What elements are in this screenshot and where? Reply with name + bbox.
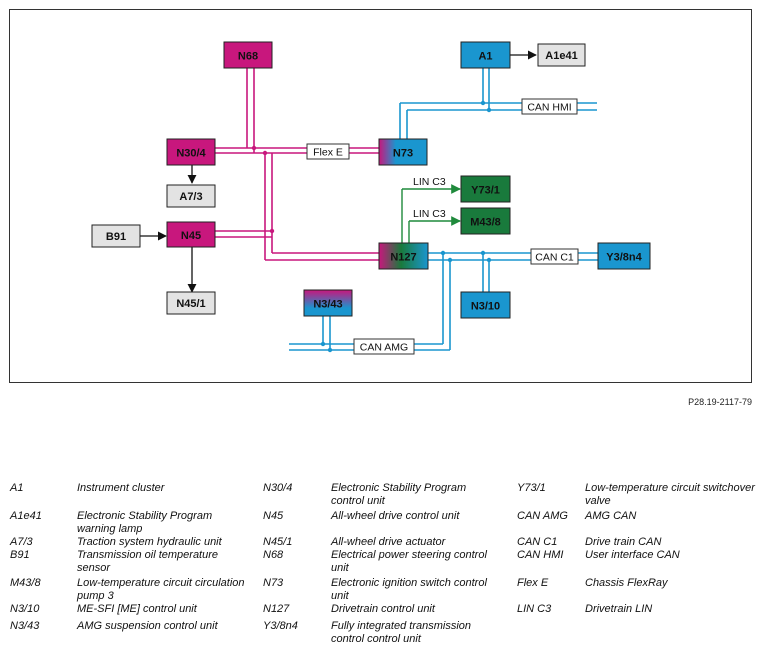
legend-code: N3/10: [10, 603, 40, 615]
svg-text:N45/1: N45/1: [176, 298, 205, 310]
legend-code: N30/4: [263, 482, 293, 494]
legend-code: CAN C1: [517, 536, 558, 548]
bus-label-lin-c3-upper: LIN C3: [413, 176, 446, 188]
legend-desc: Drivetrain control unit: [331, 603, 435, 615]
svg-text:N45: N45: [181, 230, 201, 242]
legend-desc: Fully integrated transmission control co…: [331, 620, 472, 645]
legend-code: CAN AMG: [517, 510, 568, 522]
node-N127: N127: [378, 242, 429, 270]
legend-desc: Low-temperature circuit circulation pump…: [77, 577, 245, 602]
figure-reference: P28.19-2117-79: [688, 397, 752, 407]
can-amg-nodes: [320, 250, 453, 353]
legend-code: Flex E: [517, 577, 549, 589]
node-N45: N45: [166, 221, 216, 248]
legend-desc: All-wheel drive control unit: [331, 510, 460, 522]
svg-text:N68: N68: [238, 51, 258, 63]
bus-label-lin-c3-lower: LIN C3: [413, 208, 446, 220]
legend-desc: All-wheel drive actuator: [331, 536, 446, 548]
svg-text:B91: B91: [106, 231, 126, 243]
node-A1: A1: [460, 41, 511, 69]
node-N73: N73: [378, 138, 428, 166]
legend-desc: AMG CAN: [585, 510, 637, 522]
signal-arrows: [140, 50, 537, 293]
legend-desc: ME-SFI [ME] control unit: [77, 603, 197, 615]
node-Y3-8n4: Y3/8n4: [597, 242, 651, 270]
legend-code: N73: [263, 577, 284, 589]
legend-code: Y73/1: [517, 482, 546, 494]
svg-text:A7/3: A7/3: [179, 191, 202, 203]
legend-desc: Drivetrain LIN: [585, 603, 653, 615]
node-B91: B91: [91, 224, 141, 248]
svg-text:N3/10: N3/10: [471, 301, 500, 313]
node-N68: N68: [223, 41, 273, 69]
node-Y73-1: Y73/1: [460, 175, 511, 203]
legend-desc: Chassis FlexRay: [585, 577, 668, 589]
can-hmi-nodes: [480, 100, 492, 113]
svg-text:A1: A1: [478, 51, 492, 63]
diagram-frame: [9, 9, 752, 383]
legend-desc: Electronic ignition switch control unit: [331, 577, 487, 602]
legend-code: M43/8: [10, 577, 41, 589]
node-N3-43: N3/43: [303, 289, 353, 317]
legend-desc: User interface CAN: [585, 549, 680, 561]
bus-label-flex-e: Flex E: [306, 143, 350, 160]
legend-code: A1: [10, 482, 24, 494]
legend-desc: AMG suspension control unit: [77, 620, 218, 632]
legend-desc: Traction system hydraulic unit: [77, 536, 222, 548]
node-N3-10: N3/10: [460, 291, 511, 319]
svg-text:N30/4: N30/4: [176, 148, 206, 160]
svg-text:A1e41: A1e41: [545, 50, 577, 62]
flex-e-nodes: [251, 145, 275, 234]
node-A1e41: A1e41: [537, 43, 586, 67]
legend-code: N45/1: [263, 536, 293, 548]
svg-text:CAN AMG: CAN AMG: [360, 342, 408, 354]
legend-code: N3/43: [10, 620, 40, 632]
legend-code: LIN C3: [517, 603, 552, 615]
legend-desc: Transmission oil temperature sensor: [77, 549, 219, 574]
network-diagram: Flex E CAN HMI CAN C1 CAN AMG LIN C3 LIN…: [9, 9, 752, 383]
legend-code: A7/3: [10, 536, 33, 548]
legend-code: CAN HMI: [517, 549, 564, 561]
bus-label-can-amg: CAN AMG: [353, 338, 415, 355]
legend-code: Y3/8n4: [263, 620, 298, 632]
lin-c3-lines: [401, 184, 461, 243]
legend-code: N68: [263, 549, 284, 561]
svg-text:N3/43: N3/43: [313, 299, 342, 311]
svg-text:N127: N127: [390, 252, 416, 264]
legend-desc: Drive train CAN: [585, 536, 662, 548]
svg-text:CAN C1: CAN C1: [535, 252, 574, 264]
svg-text:Flex E: Flex E: [313, 147, 343, 159]
legend-desc: Instrument cluster: [77, 482, 165, 494]
legend-desc: Electrical power steering control unit: [331, 549, 487, 574]
node-N30-4: N30/4: [166, 138, 216, 166]
legend-desc: Electronic Stability Program warning lam…: [77, 510, 213, 535]
legend-desc: Electronic Stability Program control uni…: [331, 482, 467, 507]
svg-text:CAN HMI: CAN HMI: [527, 102, 571, 114]
svg-text:N73: N73: [393, 148, 413, 160]
flex-e-lines: [215, 68, 380, 261]
legend-code: N127: [263, 603, 290, 615]
svg-text:Y73/1: Y73/1: [471, 185, 500, 197]
legend-code: N45: [263, 510, 284, 522]
bus-label-can-c1: CAN C1: [530, 248, 579, 265]
bus-label-can-hmi: CAN HMI: [521, 98, 578, 115]
legend-code: A1e41: [10, 510, 42, 522]
legend-desc: Low-temperature circuit switchover valve: [585, 482, 755, 507]
node-N45-1: N45/1: [166, 291, 216, 315]
node-A7-3: A7/3: [166, 184, 216, 208]
node-M43-8: M43/8: [460, 207, 511, 235]
legend-code: B91: [10, 549, 30, 561]
svg-text:Y3/8n4: Y3/8n4: [606, 252, 642, 264]
can-c1-nodes: [480, 250, 492, 263]
svg-text:M43/8: M43/8: [470, 217, 501, 229]
